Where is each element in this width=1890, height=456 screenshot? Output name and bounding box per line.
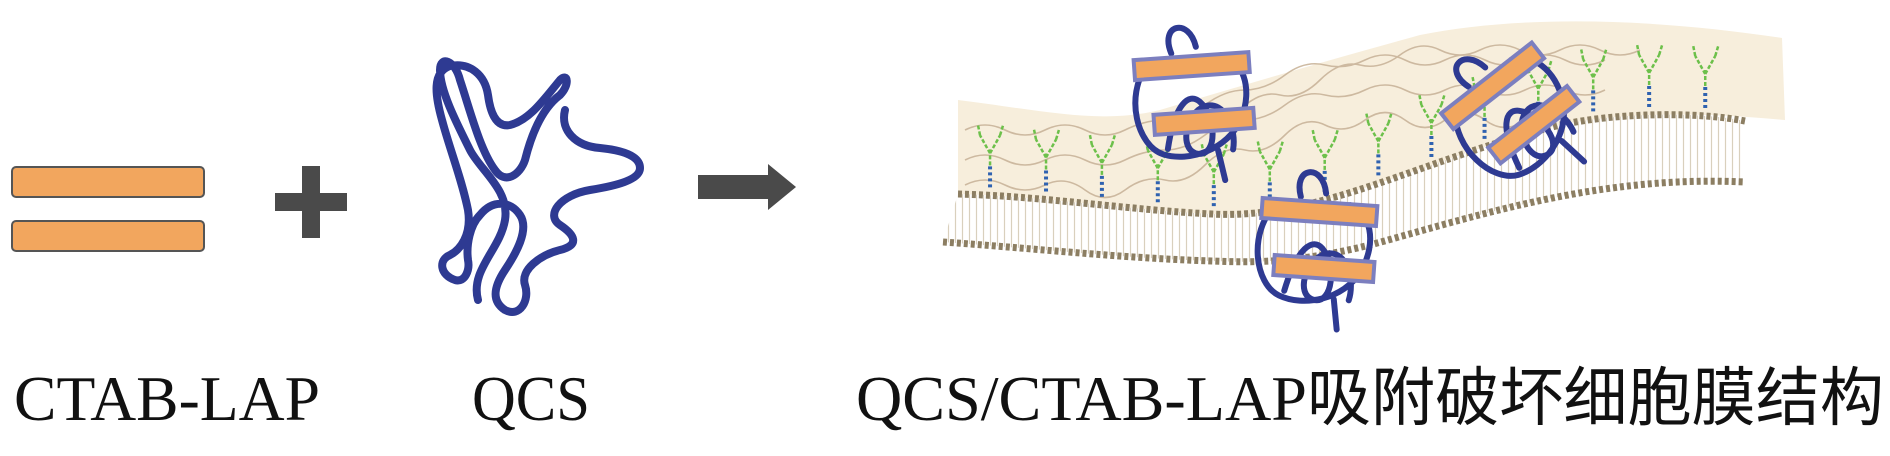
complex-coil — [1254, 169, 1374, 333]
glycan — [1144, 139, 1172, 203]
qcs-coil — [432, 57, 644, 316]
complex-bar-bottom — [1271, 252, 1377, 285]
glycan — [1088, 134, 1117, 197]
glycocalyx-layer — [958, 21, 1785, 215]
plus-icon — [275, 166, 347, 238]
complex — [1131, 24, 1257, 184]
glycan — [1471, 76, 1499, 139]
label-ctab-lap: CTAB-LAP — [14, 363, 320, 434]
glycan — [1579, 48, 1608, 112]
label-qcs: QCS — [472, 363, 590, 434]
label-result: QCS/CTAB-LAP吸附破坏细胞膜结构 — [856, 363, 1884, 434]
complex-bar-top — [1259, 195, 1380, 229]
lipid-tails — [943, 114, 1745, 262]
complex-coil — [1132, 24, 1250, 184]
ctab-lap-bars — [11, 166, 205, 252]
glycan — [1311, 129, 1339, 192]
glycan — [1256, 141, 1284, 204]
glycans — [976, 44, 1720, 207]
glycan — [1032, 129, 1061, 192]
complex-bar-bottom — [1151, 105, 1257, 137]
glycan — [1365, 113, 1393, 176]
complex — [1438, 39, 1588, 179]
glycan — [1418, 94, 1446, 158]
glycan — [976, 124, 1005, 188]
lipid-heads-upper — [957, 111, 1746, 218]
arrow-right-icon — [698, 164, 796, 210]
complex-bar-bottom — [1485, 83, 1583, 167]
complex-bar-top — [1438, 39, 1547, 132]
glycan — [1692, 45, 1720, 108]
qcs-ctab-lap-complexes — [1131, 24, 1588, 333]
glycan — [1635, 44, 1664, 107]
glycan — [1200, 143, 1228, 207]
ctab-lap-bar-top — [11, 166, 205, 198]
complex — [1254, 169, 1380, 333]
ctab-lap-bar-bottom — [11, 220, 205, 252]
complex-bar-top — [1131, 49, 1252, 83]
complex-coil — [1452, 54, 1588, 179]
